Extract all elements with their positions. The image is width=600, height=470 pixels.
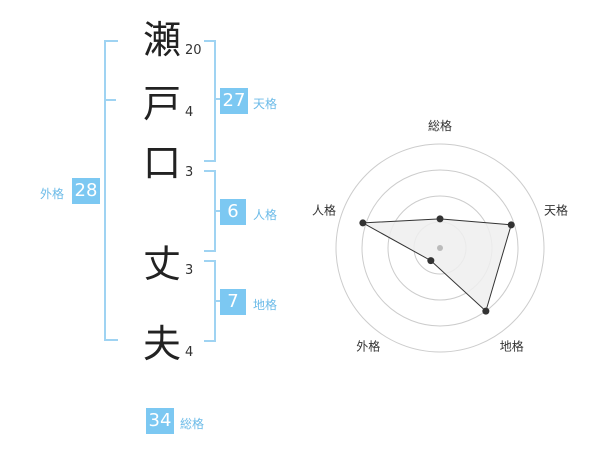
name-char-2: 戸: [142, 82, 181, 126]
radar-center-point: [437, 245, 443, 251]
chikaku-bracket-tick: [214, 300, 220, 302]
radar-point-1: [436, 215, 444, 223]
stroke-count-1: 20: [185, 43, 202, 58]
jinkaku-label: 人格: [253, 208, 278, 222]
radar-grid-circle-4: [335, 143, 545, 353]
chikaku-label: 地格: [253, 298, 278, 312]
radar-axis-label-4: 外格: [356, 339, 380, 354]
gaikaku-label: 外格: [40, 187, 65, 201]
radar-point-3: [482, 307, 490, 315]
tenkaku-bracket-tick: [214, 98, 220, 100]
radar-axis-label-2: 天格: [544, 202, 568, 217]
name-char-4: 丈: [142, 242, 181, 286]
gaikaku-value: 28: [72, 178, 100, 204]
stroke-count-3: 3: [185, 165, 194, 180]
soukaku-value: 34: [146, 408, 174, 434]
tenkaku-bracket: [204, 40, 216, 162]
stroke-count-4: 3: [185, 263, 194, 278]
radar-point-5: [359, 219, 367, 227]
radar-axis-label-1: 総格: [428, 118, 452, 133]
soukaku-label: 総格: [180, 417, 205, 431]
chikaku-value: 7: [220, 289, 246, 315]
radar-axis-label-5: 人格: [312, 202, 336, 217]
tenkaku-label: 天格: [253, 97, 278, 111]
stroke-count-2: 4: [185, 105, 194, 120]
stroke-count-5: 4: [185, 345, 194, 360]
jinkaku-value: 6: [220, 199, 246, 225]
radar-axis-label-3: 地格: [500, 339, 524, 354]
gaikaku-bracket-tick: [104, 99, 116, 101]
gaikaku-bracket: [104, 40, 118, 341]
tenkaku-value: 27: [220, 88, 248, 114]
name-char-5: 夫: [142, 322, 181, 366]
radar-point-4: [427, 257, 435, 265]
radar-series-polygon: [361, 218, 512, 313]
name-char-3: 口: [142, 141, 181, 185]
radar-point-2: [507, 221, 515, 229]
jinkaku-bracket-tick: [214, 210, 220, 212]
name-char-1: 瀬: [142, 18, 181, 62]
radar-grid-circle-3: [361, 169, 519, 327]
